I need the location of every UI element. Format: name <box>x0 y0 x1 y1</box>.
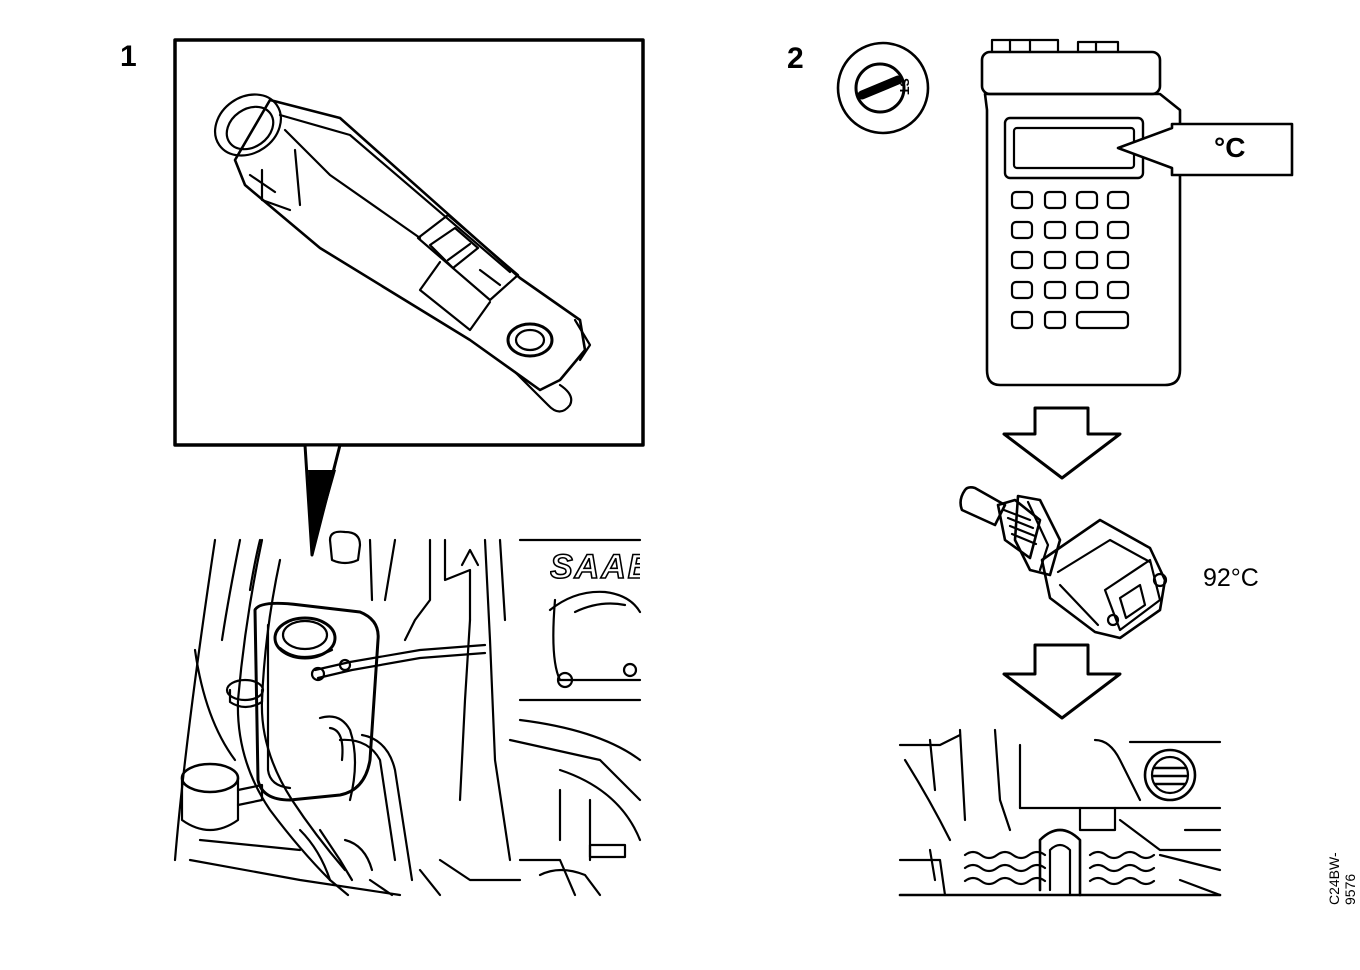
display-callout <box>1118 124 1292 175</box>
down-arrow-2 <box>1004 645 1120 718</box>
temperature-sensor <box>961 487 1166 638</box>
ignition-st-label: ST <box>897 78 912 95</box>
sensor-temperature-reading: 92°C <box>1203 564 1259 592</box>
figure-code: C24BW-9576 <box>1326 852 1358 905</box>
engine-bay-view <box>175 532 640 895</box>
expansion-tank <box>255 603 378 800</box>
tester-display-unit: °C <box>1214 132 1246 163</box>
saab-logo: SAAB <box>550 548 640 587</box>
down-arrow-1 <box>1004 408 1120 478</box>
step-2-number: 2 <box>787 42 804 75</box>
ignition-switch <box>838 43 928 133</box>
engine-bay-sensor-view <box>900 730 1220 895</box>
connector-closeup <box>203 82 590 412</box>
diagnostic-tester <box>982 40 1292 385</box>
tester-keypad <box>1012 192 1128 328</box>
inset-frame <box>175 40 643 445</box>
step-1-number: 1 <box>120 40 137 73</box>
